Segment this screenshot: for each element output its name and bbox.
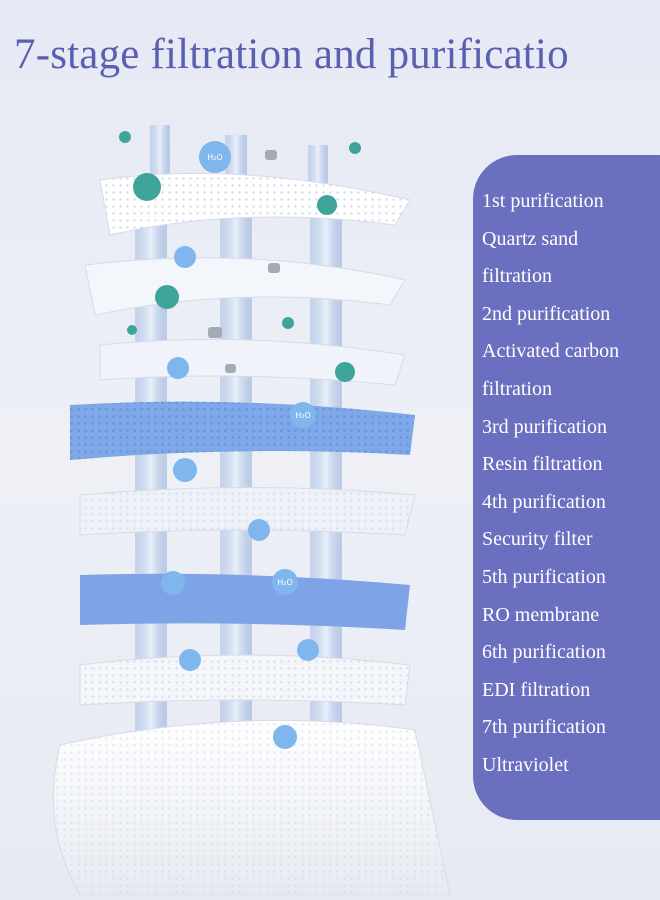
particle-icon [208,150,280,373]
stage-line: Security filter [482,528,593,551]
stage-line: RO membrane [482,603,600,626]
stage-line: Quartz sand [482,227,579,250]
filter-layer-6 [80,573,410,630]
stage-line: 3rd purification [482,415,607,438]
stage-line: 2nd purification [482,302,611,325]
stage-line: 4th purification [482,490,606,513]
stage-line: 1st purification [482,190,604,212]
stage-line: 6th purification [482,641,606,664]
stage-line: Ultraviolet [482,753,569,776]
water-molecule-icon [161,141,319,749]
stages-panel: 1st purification Quartz sand filtration … [473,155,660,820]
molecule-label: H₂O [295,411,311,420]
stage-line: Resin filtration [482,453,603,476]
stage-line: filtration [482,377,552,400]
bacteria-icon [119,131,361,382]
molecule-label: H₂O [207,153,223,162]
stages-list: 1st purification Quartz sand filtration … [482,189,619,791]
molecule-label: H₂O [277,578,293,587]
stage-line: 5th purification [482,565,606,588]
stage-line: EDI filtration [482,678,591,701]
stage-line: filtration [482,265,552,288]
filtration-layers-illustration: H₂O H₂O H₂O [40,105,470,896]
page-title: 7-stage filtration and purificatio [14,31,569,78]
stage-line: Activated carbon [482,340,620,363]
water-stream-icon [135,125,342,815]
stage-line: 7th purification [482,716,606,739]
